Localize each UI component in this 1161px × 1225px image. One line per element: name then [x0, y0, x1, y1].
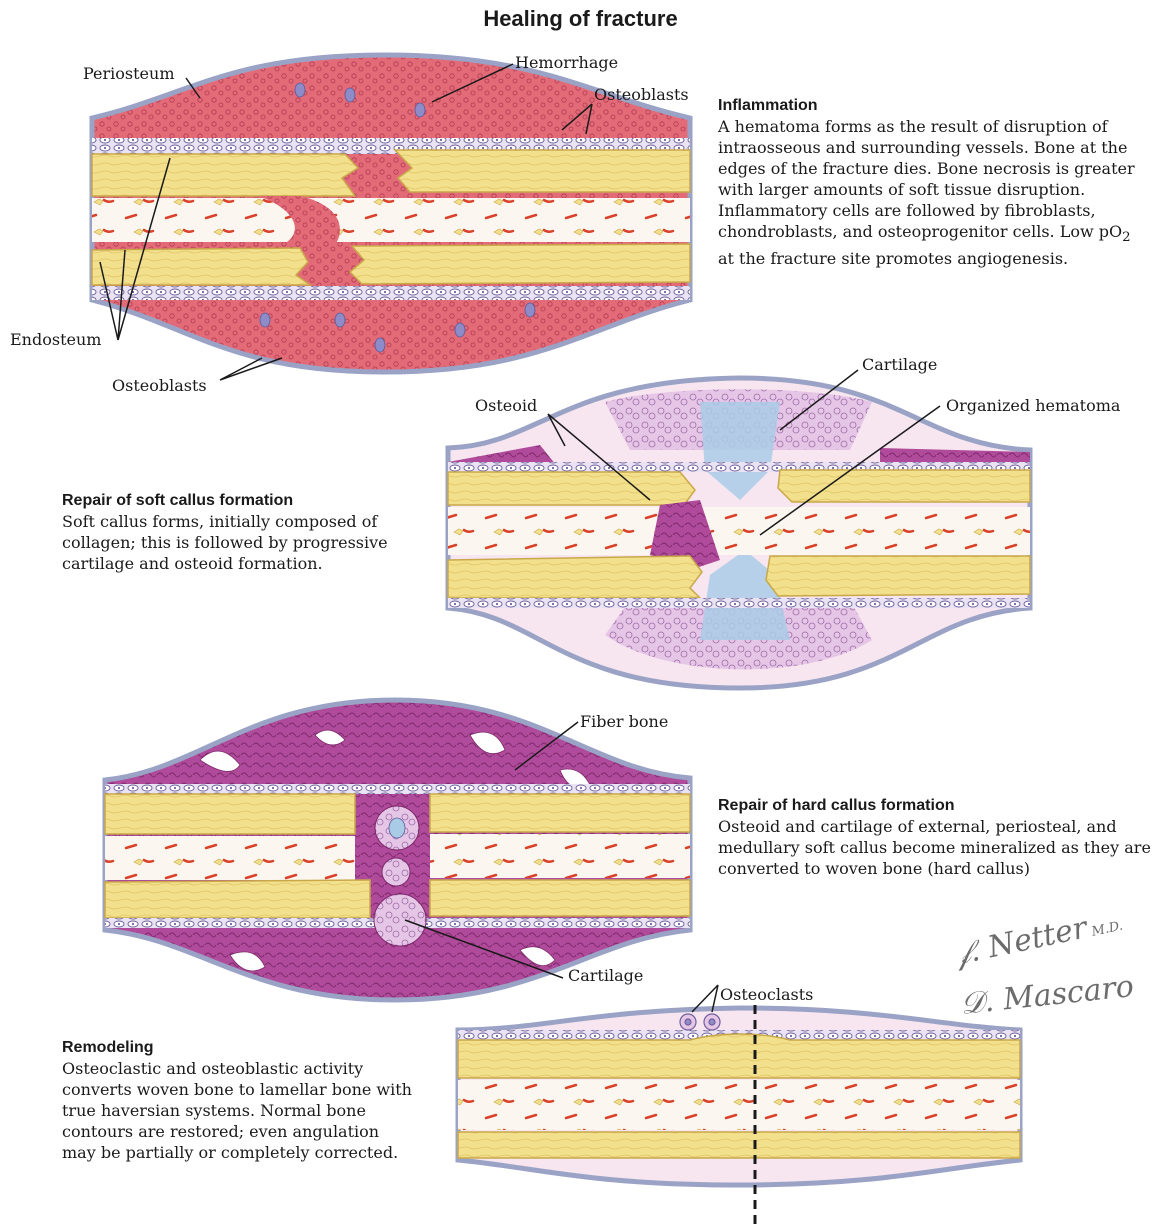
label-fiber-bone: Fiber bone [580, 712, 668, 731]
label-osteoclasts: Osteoclasts [720, 985, 813, 1004]
remodel-lower-cortex [458, 1132, 1020, 1158]
endosteal-osteoblast-layer [92, 286, 690, 300]
medullary-cavity [92, 198, 690, 242]
hard-callus-description: Repair of hard callus formation Osteoid … [718, 795, 1153, 879]
soft-left-lower-cortex [448, 556, 702, 598]
label-osteoid: Osteoid [475, 396, 537, 415]
remodeling-diagram [458, 1005, 1020, 1225]
remodeling-heading: Remodeling [62, 1037, 412, 1058]
label-hemorrhage: Hemorrhage [515, 53, 618, 72]
right-lower-cortex [350, 244, 690, 284]
label-osteoblasts-top: Osteoblasts [594, 85, 689, 104]
hard-left-lower-cortex [105, 880, 370, 918]
hard-left-upper-cortex [105, 794, 355, 834]
inflammation-heading: Inflammation [718, 95, 1148, 116]
label-endosteum: Endosteum [10, 330, 101, 349]
inflammation-text: A hematoma forms as the result of disrup… [718, 116, 1148, 269]
inflammation-description: Inflammation A hematoma forms as the res… [718, 95, 1148, 269]
soft-right-lower-cortex [766, 556, 1030, 596]
hard-right-lower-cortex [430, 880, 690, 916]
label-periosteum: Periosteum [83, 64, 175, 83]
soft-left-upper-cortex [448, 472, 695, 505]
soft-callus-description: Repair of soft callus formation Soft cal… [62, 490, 407, 574]
soft-callus-text: Soft callus forms, initially composed of… [62, 511, 407, 574]
soft-right-upper-cortex [778, 470, 1030, 502]
remodel-medullary-cavity [458, 1080, 1020, 1130]
soft-callus-diagram [448, 378, 1030, 688]
left-upper-cortex [92, 154, 358, 196]
soft-callus-heading: Repair of soft callus formation [62, 490, 407, 511]
hard-callus-heading: Repair of hard callus formation [718, 795, 1153, 816]
label-cartilage-soft: Cartilage [862, 355, 937, 374]
soft-medullary-cavity [448, 507, 1030, 555]
label-organized-hematoma: Organized hematoma [946, 396, 1120, 415]
remodeling-description: Remodeling Osteoclastic and osteoblastic… [62, 1037, 412, 1163]
hard-right-upper-cortex [430, 794, 690, 832]
label-osteoblasts-bottom: Osteoblasts [112, 376, 207, 395]
right-upper-cortex [395, 150, 690, 192]
remodeling-text: Osteoclastic and osteoblastic activity c… [62, 1058, 412, 1163]
hard-callus-diagram [105, 700, 690, 1000]
hard-callus-text: Osteoid and cartilage of external, perio… [718, 816, 1153, 879]
label-cartilage-hard: Cartilage [568, 966, 643, 985]
remodel-upper-cortex [458, 1034, 1020, 1078]
